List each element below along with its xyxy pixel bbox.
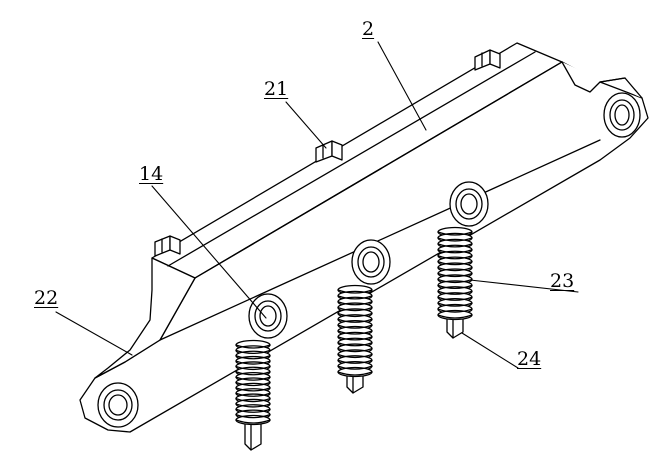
bolt-right-end — [603, 92, 641, 138]
tab-right — [474, 49, 501, 71]
leader-21 — [285, 101, 327, 149]
spring-assembly-3 — [437, 181, 489, 339]
spring-assembly-2 — [337, 239, 391, 394]
beam-right-end — [561, 61, 643, 99]
leader-2 — [377, 41, 427, 131]
leader-14 — [151, 185, 267, 319]
leader-23 — [469, 279, 579, 293]
bolt-3 — [449, 181, 489, 227]
bolt-left-end — [97, 382, 139, 428]
label-23: 23 — [550, 270, 575, 292]
spring-assembly-1 — [235, 293, 288, 451]
leader-24 — [461, 332, 519, 369]
spring-1 — [235, 339, 271, 426]
tab-left — [154, 235, 181, 257]
beam-left-end — [94, 257, 196, 379]
bolt-1 — [248, 293, 288, 339]
top-tabs — [154, 49, 501, 257]
label-21: 21 — [264, 78, 289, 100]
label-24: 24 — [517, 348, 542, 370]
tab-middle — [315, 140, 343, 163]
spring-2 — [337, 284, 373, 378]
bolt-2 — [351, 239, 391, 285]
label-2: 2 — [362, 18, 375, 40]
leader-lines — [55, 41, 579, 369]
spring-3 — [437, 226, 473, 321]
label-14: 14 — [139, 163, 164, 185]
label-22: 22 — [34, 287, 59, 309]
spring-assemblies — [235, 181, 489, 451]
leader-22 — [55, 311, 133, 356]
